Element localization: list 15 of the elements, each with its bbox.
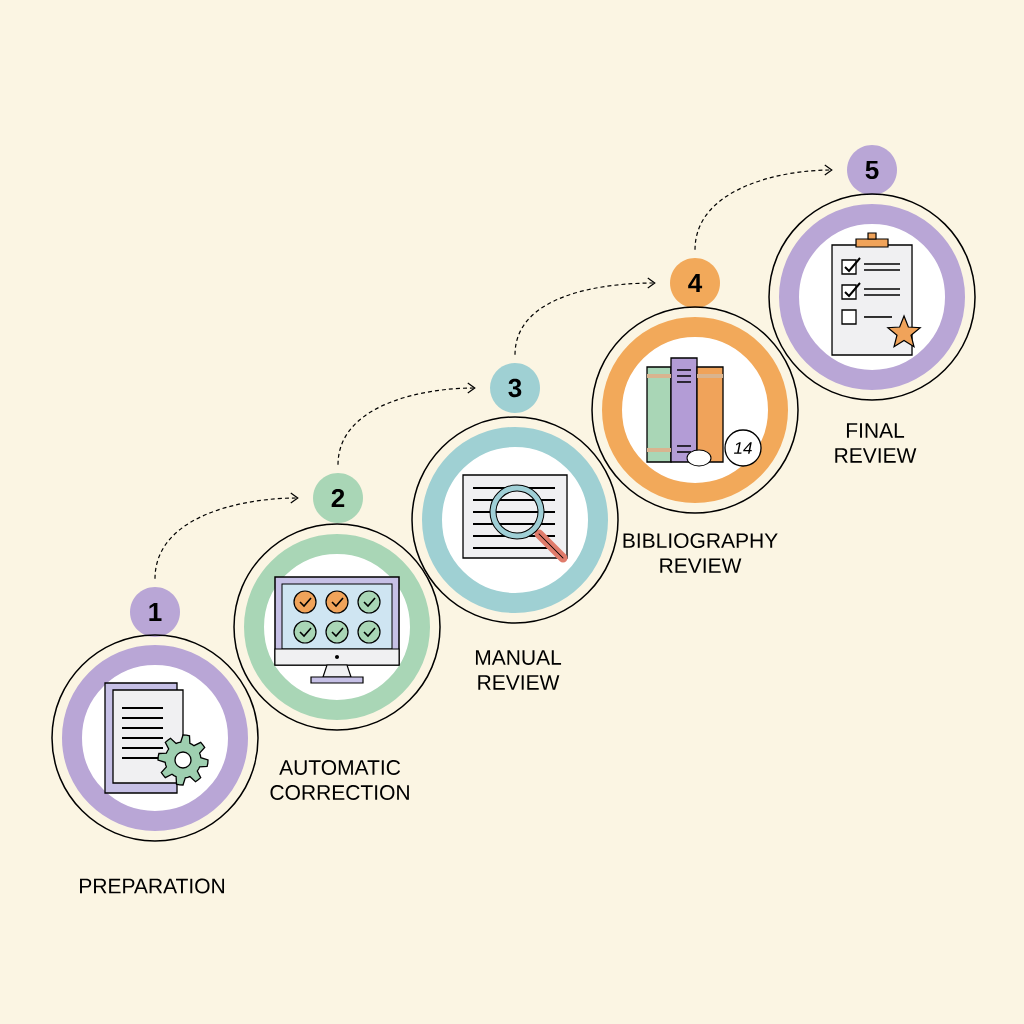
step-label: BIBLIOGRAPHY REVIEW — [623, 533, 778, 573]
dashed-arrow — [514, 277, 656, 356]
step-label: FINAL REVIEW — [835, 423, 917, 463]
step-label: PREPARATION — [80, 878, 224, 894]
dashed-arrow — [694, 164, 833, 251]
step-number-badge: 1 — [130, 587, 180, 637]
number-badge: 14 — [724, 429, 762, 467]
step-number-badge: 3 — [490, 363, 540, 413]
step-number-badge: 2 — [313, 473, 363, 523]
step-label: AUTOMATIC CORRECTION — [270, 760, 409, 800]
step-number-badge: 4 — [670, 258, 720, 308]
dashed-arrow — [337, 382, 476, 466]
step-label: MANUAL REVIEW — [476, 650, 562, 690]
step-number-badge: 5 — [847, 145, 897, 195]
dashed-arrow — [154, 492, 299, 580]
